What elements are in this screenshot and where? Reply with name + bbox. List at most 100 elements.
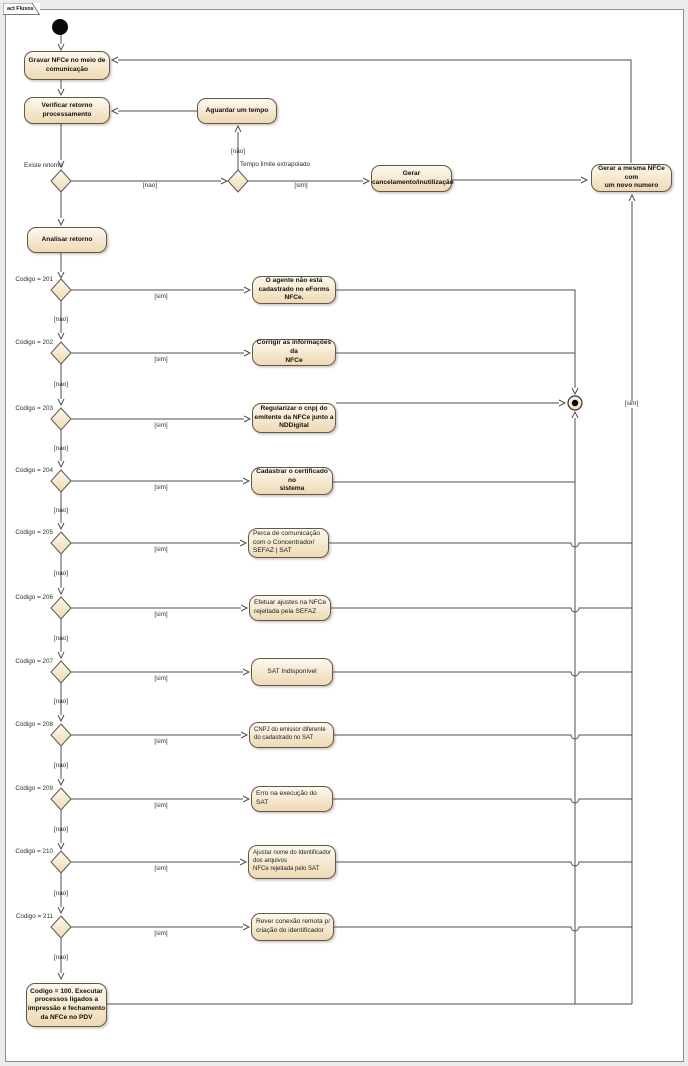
label-sim-206: [sim] xyxy=(154,611,168,618)
label-tempo-limite: Tempo limite extrapolado xyxy=(240,161,311,168)
activity-ajustar-identificador[interactable]: Ajustar nome do Identificador dos arquiv… xyxy=(248,845,336,879)
decision-tempo-limite[interactable] xyxy=(227,169,249,193)
arrowhead xyxy=(558,399,567,407)
label-sim-204: [sim] xyxy=(154,484,168,491)
frame-tab-shape xyxy=(3,3,40,15)
edge-a210-to-trunkb xyxy=(336,861,632,867)
activity-cadastrar-certificado[interactable]: Cadastrar o certificado no sistema xyxy=(251,467,333,495)
label-nao-tempo: [não] xyxy=(230,148,245,155)
label-sim-201: [sim] xyxy=(154,293,168,300)
label-sim-208: [sim] xyxy=(154,738,168,745)
activity-corrigir-informacoes-label: Corrigir as informações da NFCe xyxy=(256,339,332,364)
label-nao-203: [nao] xyxy=(53,445,68,452)
edge-mesma-to-gravar xyxy=(118,59,632,163)
edge-a209-to-trunkb xyxy=(333,798,632,804)
activity-agente-nao-cadastrado[interactable]: O agente não está cadastrado no eForms N… xyxy=(252,276,336,304)
arrowhead xyxy=(243,415,252,423)
arrowhead xyxy=(571,387,579,396)
label-sim-205: [sim] xyxy=(154,546,168,553)
activity-perca-comunicacao[interactable]: Perca de comunicação com o Concentrador/… xyxy=(248,528,329,558)
label-sim-tempo: [sim] xyxy=(294,182,308,189)
activity-erro-execucao-sat[interactable]: Erro na execução do SAT xyxy=(251,786,333,812)
label-codigo-209: Codigo = 209 xyxy=(15,785,53,792)
label-codigo-208: Codigo = 208 xyxy=(15,721,53,728)
diagram-frame xyxy=(5,9,684,1062)
arrowhead xyxy=(242,668,251,676)
edge-a208-to-trunkb xyxy=(334,734,632,740)
label-sim-203: [sim] xyxy=(154,422,168,429)
decision-codigo-206[interactable] xyxy=(50,596,72,620)
arrowhead xyxy=(57,587,65,596)
arrowhead xyxy=(57,218,65,227)
activity-cnpj-diferente[interactable]: CNPJ do emissor diferente do cadastrado … xyxy=(249,722,334,748)
activity-gerar-mesma-nfce[interactable]: Gerar a mesma NFCe com um novo numero xyxy=(591,164,672,192)
decision-codigo-210[interactable] xyxy=(50,850,72,874)
label-codigo-202: Codigo = 202 xyxy=(15,339,53,346)
decision-codigo-202[interactable] xyxy=(50,341,72,365)
label-codigo-205: Codigo = 205 xyxy=(15,529,53,536)
decision-codigo-209[interactable] xyxy=(50,787,72,811)
label-existe-retorno: Existe retorno xyxy=(24,162,63,169)
final-node-dot xyxy=(571,399,579,407)
label-codigo-211: Codigo = 211 xyxy=(15,913,53,920)
decision-codigo-204[interactable] xyxy=(50,469,72,493)
activity-gravar-nfce[interactable]: Gravar NFCe no meio de comunicação xyxy=(24,51,110,80)
decision-shapes xyxy=(50,169,249,939)
activity-cadastrar-certificado-label: Cadastrar o certificado no sistema xyxy=(256,467,328,493)
decision-codigo-208[interactable] xyxy=(50,723,72,747)
arrowhead xyxy=(57,160,65,169)
activity-gerar-cancelamento[interactable]: Gerar cancelamento/inutilização xyxy=(371,165,454,192)
label-codigo-207: Codigo = 207 xyxy=(15,658,53,665)
arrowhead xyxy=(57,460,65,469)
label-sim-211: [sim] xyxy=(154,930,168,937)
arrowhead xyxy=(362,177,371,185)
decision-codigo-201[interactable] xyxy=(50,278,72,302)
activity-ajustar-identificador-label: Ajustar nome do Identificador dos arquiv… xyxy=(253,850,332,872)
arrowhead xyxy=(57,271,65,280)
arrowhead xyxy=(57,522,65,531)
label-codigo-201: Codigo = 201 xyxy=(15,276,53,283)
activity-efetuar-ajustes[interactable]: Efetuar ajustes na NFCe rejeitada pela S… xyxy=(249,595,331,621)
arrowhead xyxy=(240,731,249,739)
decision-codigo-211[interactable] xyxy=(50,915,72,939)
edge-a205-to-trunkb xyxy=(329,542,632,548)
activity-sat-indisponivel[interactable]: SAT Indisponível xyxy=(251,658,333,686)
activity-analisar-retorno-label: Analisar retorno xyxy=(41,235,93,243)
arrowhead xyxy=(243,349,252,357)
arrowhead xyxy=(234,124,242,133)
label-nao-existe: [nao] xyxy=(142,182,157,189)
decision-codigo-207[interactable] xyxy=(50,660,72,684)
start-node[interactable] xyxy=(52,19,68,35)
activity-codigo-100-executar[interactable]: Codigo = 100. Executar processos ligados… xyxy=(26,983,107,1027)
arrowhead xyxy=(110,107,119,115)
activity-analisar-retorno[interactable]: Analisar retorno xyxy=(27,227,107,253)
frame-tab: act Fluxos xyxy=(3,3,40,15)
decision-codigo-205[interactable] xyxy=(50,531,72,555)
activity-verificar-retorno[interactable]: Verificar retorno processamento xyxy=(24,97,110,124)
activity-rever-conexao[interactable]: Rever conexão remota p/ criação do ident… xyxy=(251,913,334,941)
activity-corrigir-informacoes[interactable]: Corrigir as informações da NFCe xyxy=(252,339,336,366)
arrowhead xyxy=(57,332,65,341)
activity-sat-indisponivel-label: SAT Indisponível xyxy=(267,667,317,675)
arrowhead xyxy=(580,176,589,184)
arrowhead xyxy=(110,56,119,64)
edge-a201-to-final xyxy=(336,289,576,388)
activity-agente-nao-cadastrado-label: O agente não está cadastrado no eForms N… xyxy=(258,276,330,302)
arrowhead xyxy=(571,410,579,419)
activity-efetuar-ajustes-label: Efetuar ajustes na NFCe rejeitada pela S… xyxy=(254,599,327,615)
activity-aguardar-tempo[interactable]: Aguardar um tempo xyxy=(197,98,277,124)
decision-codigo-203[interactable] xyxy=(50,407,72,431)
activity-codigo-100-executar-label: Codigo = 100. Executar processos ligados… xyxy=(27,987,106,1021)
activity-regularizar-cnpj[interactable]: Regularizar o cnpj do emitente da NFCe j… xyxy=(252,403,336,433)
decision-existe-retorno[interactable] xyxy=(50,169,72,193)
label-nao-210: [nao] xyxy=(53,890,68,897)
frame-tab-label: act Fluxos xyxy=(7,5,34,12)
arrowhead xyxy=(220,177,229,185)
arrowhead xyxy=(57,778,65,787)
label-codigo-206: Codigo = 206 xyxy=(15,594,53,601)
label-nao-202: [nao] xyxy=(53,381,68,388)
activity-cnpj-diferente-label: CNPJ do emissor diferente do cadastrado … xyxy=(254,727,326,741)
label-nao-211: [nao] xyxy=(53,954,68,961)
